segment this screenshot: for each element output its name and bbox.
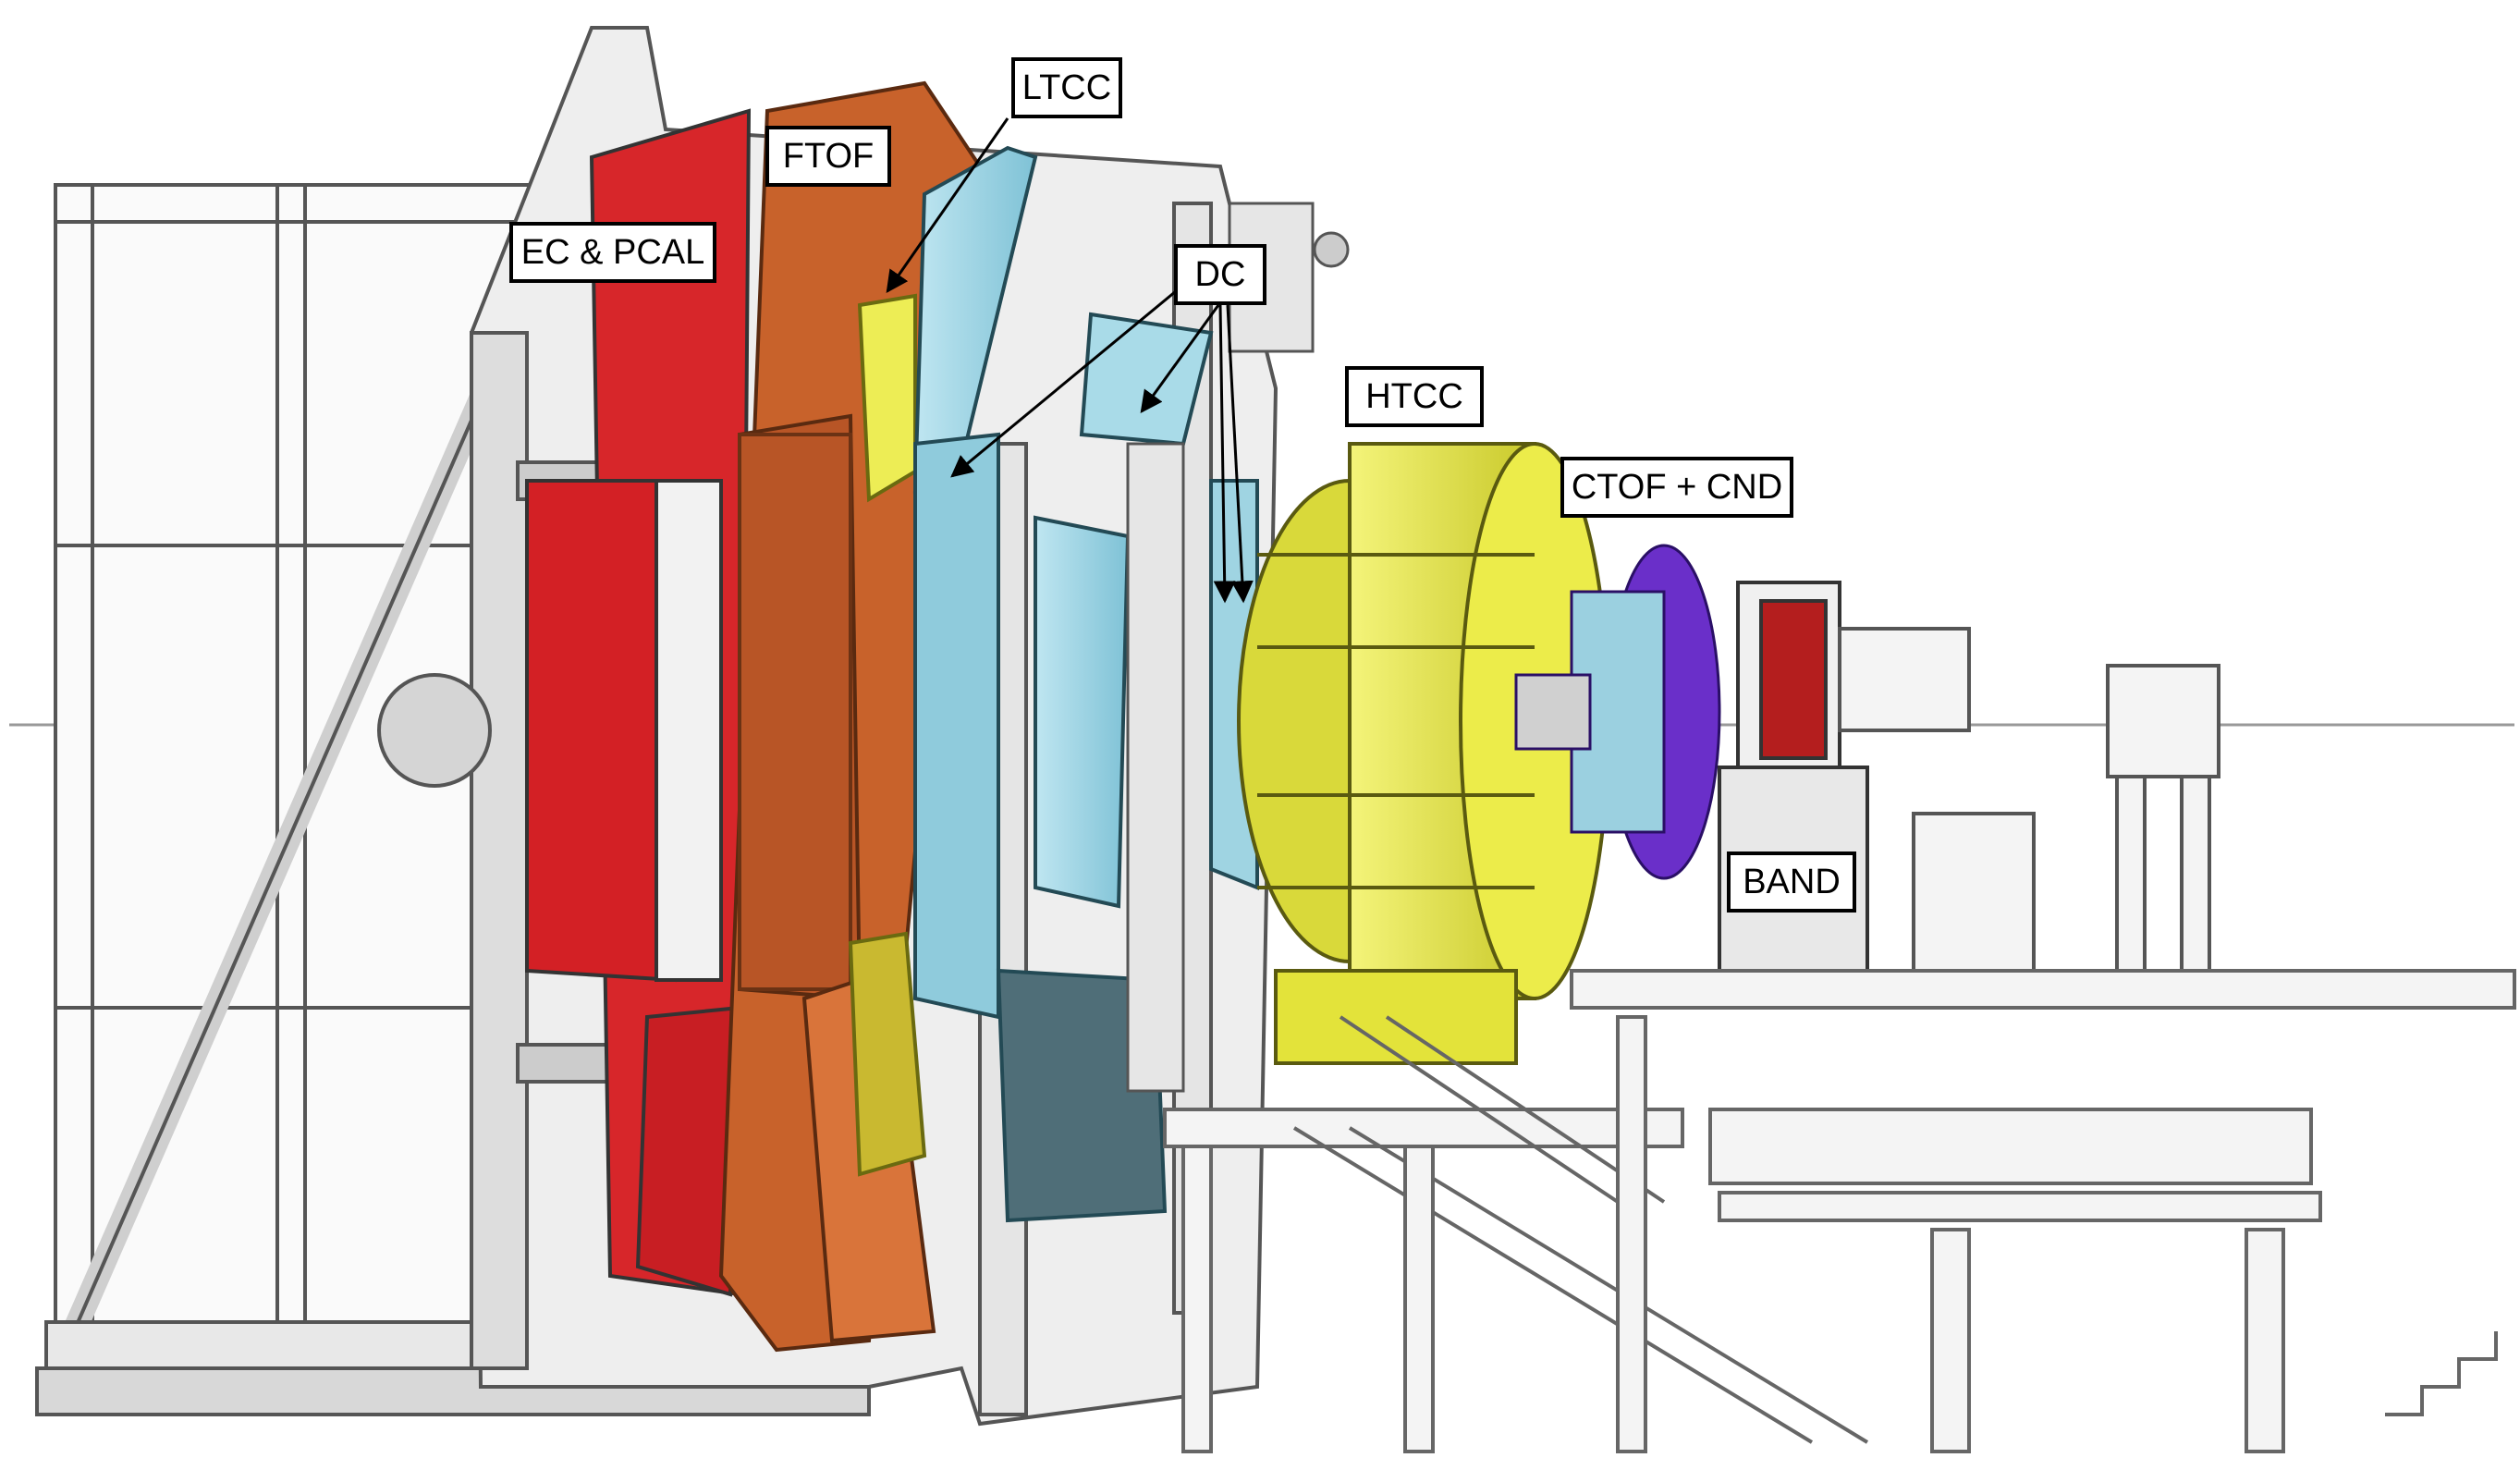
htcc-detector	[1237, 442, 1610, 1065]
callout-arrows	[886, 117, 1254, 604]
downstream-beamline	[1838, 627, 2220, 973]
htcc-label: HTCC	[1345, 366, 1484, 427]
ctof-cnd-detector	[1514, 544, 1721, 880]
ltcc-detector	[848, 293, 927, 1177]
support-scaffold	[35, 183, 871, 1416]
dc-support	[1126, 202, 1350, 1093]
ctof-cnd-label: CTOF + CND	[1560, 457, 1793, 518]
band-label: BAND	[1727, 851, 1856, 913]
platforms	[1163, 969, 2516, 1453]
ec-pcal-detector	[525, 108, 752, 1297]
ltcc-label: LTCC	[1011, 57, 1122, 118]
dc-label: DC	[1174, 244, 1266, 305]
ec-pcal-label: EC & PCAL	[509, 222, 716, 283]
ftof-label: FTOF	[765, 126, 891, 187]
